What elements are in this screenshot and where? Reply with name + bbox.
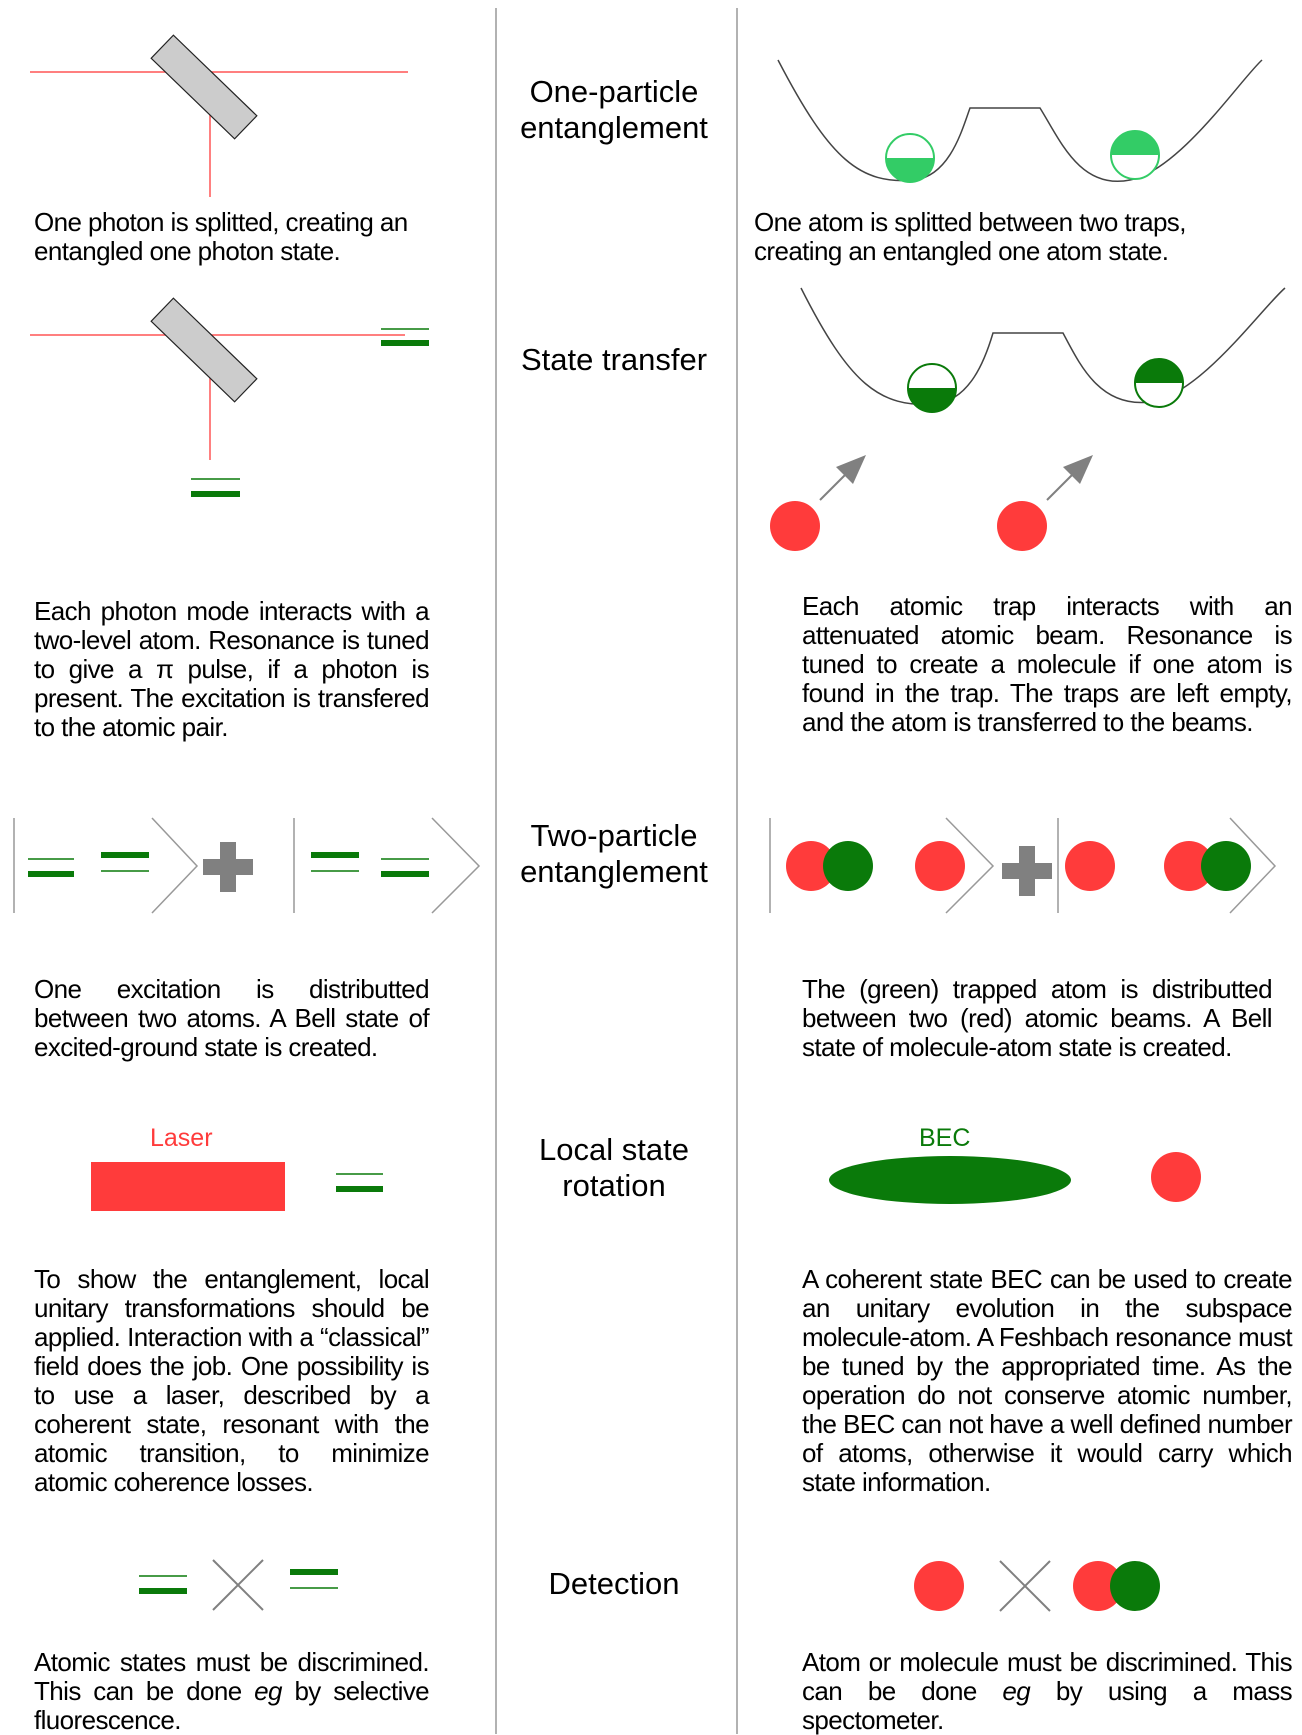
- left-caption-local-rotation: To show the entanglement, local unitary …: [34, 1264, 430, 1497]
- ket-bracket-icon: [431, 817, 481, 914]
- heading-one-particle-entanglement: One-particle entanglement: [520, 74, 708, 145]
- heading-state-transfer: State transfer: [520, 342, 708, 377]
- bec-cloud: [829, 1156, 1071, 1204]
- double-well-potential-curve: [777, 59, 1263, 183]
- laser-label: Laser: [150, 1124, 213, 1152]
- caption-text: Atom or molecule must be discrimined. Th…: [802, 1647, 1293, 1706]
- arrow-icon: [1063, 455, 1093, 484]
- double-well-potential-curve: [800, 287, 1286, 406]
- red-atom: [786, 841, 836, 891]
- photon-beam-splitter-2: [30, 297, 429, 497]
- caption-emphasis: eg: [1002, 1676, 1031, 1706]
- photon-beam-splitter-1: [30, 34, 408, 197]
- caption-emphasis: eg: [254, 1676, 282, 1706]
- right-caption-state-transfer: Each atomic trap interacts with an atten…: [802, 591, 1293, 737]
- caption-text: by selective fluorescence.: [34, 1676, 430, 1735]
- atomic-beam-right: [997, 455, 1093, 551]
- molecule-bell-state-diagram: [769, 817, 1277, 914]
- cross-icon: [999, 1560, 1051, 1612]
- two-level-atom-icon: [336, 1173, 383, 1192]
- green-atom: [823, 841, 873, 891]
- atomic-bell-state-diagram: [13, 817, 481, 914]
- beam-splitter: [150, 297, 258, 403]
- two-level-atom-icon: [191, 478, 240, 497]
- cross-icon: [212, 1559, 264, 1611]
- right-caption-two-particle: The (green) trapped atom is distributted…: [802, 974, 1273, 1062]
- plus-icon: [1002, 846, 1052, 896]
- left-caption-state-transfer: Each photon mode interacts with a two-le…: [34, 596, 430, 742]
- red-atom: [997, 501, 1047, 551]
- heading-two-particle-entanglement: Two-particle entanglement: [520, 818, 708, 889]
- ground-state-atom-icon: [381, 858, 429, 877]
- ket-bracket-icon: [945, 817, 995, 914]
- ground-state-atom-icon: [28, 858, 74, 877]
- left-caption-one-particle: One photon is splitted, creating an enta…: [34, 207, 408, 266]
- green-atom: [1110, 1561, 1160, 1611]
- ket-bracket-icon: [151, 817, 199, 914]
- red-atom: [770, 501, 820, 551]
- heading-local-state-rotation: Local state rotation: [539, 1132, 689, 1203]
- ground-state-atom-icon: [139, 1575, 187, 1594]
- arrow-icon: [836, 455, 866, 484]
- plus-icon: [203, 842, 253, 892]
- laser-beam: [91, 1162, 285, 1211]
- red-atom: [915, 841, 965, 891]
- bec-label: BEC: [919, 1124, 971, 1152]
- caption-text: Atomic states must be discrimined. This …: [34, 1647, 430, 1706]
- right-caption-one-particle: One atom is splitted between two traps, …: [754, 207, 1186, 266]
- caption-text: by using a mass spectometer.: [802, 1676, 1293, 1735]
- red-atom: [1164, 841, 1214, 891]
- right-caption-local-rotation: A coherent state BEC can be used to crea…: [802, 1264, 1293, 1497]
- left-caption-detection: Atomic states must be discrimined. This …: [34, 1647, 430, 1735]
- atomic-beam-left: [770, 455, 866, 551]
- two-level-atom-icon: [381, 328, 429, 346]
- right-caption-detection: Atom or molecule must be discrimined. Th…: [802, 1647, 1293, 1735]
- ket-bracket-icon: [1229, 817, 1277, 914]
- excited-state-atom-icon: [311, 852, 359, 872]
- double-well-trap-2: [800, 287, 1286, 413]
- beam-splitter: [150, 34, 258, 140]
- red-atom: [914, 1561, 964, 1611]
- red-atom: [1151, 1152, 1201, 1202]
- green-atom: [1201, 841, 1251, 891]
- red-atom: [1065, 841, 1115, 891]
- left-caption-two-particle: One excitation is distributted between t…: [34, 974, 430, 1062]
- double-well-trap-1: [777, 59, 1263, 183]
- heading-detection: Detection: [548, 1566, 680, 1601]
- excited-state-atom-icon: [101, 852, 149, 872]
- red-atom: [1073, 1561, 1123, 1611]
- excited-state-atom-icon: [290, 1569, 338, 1589]
